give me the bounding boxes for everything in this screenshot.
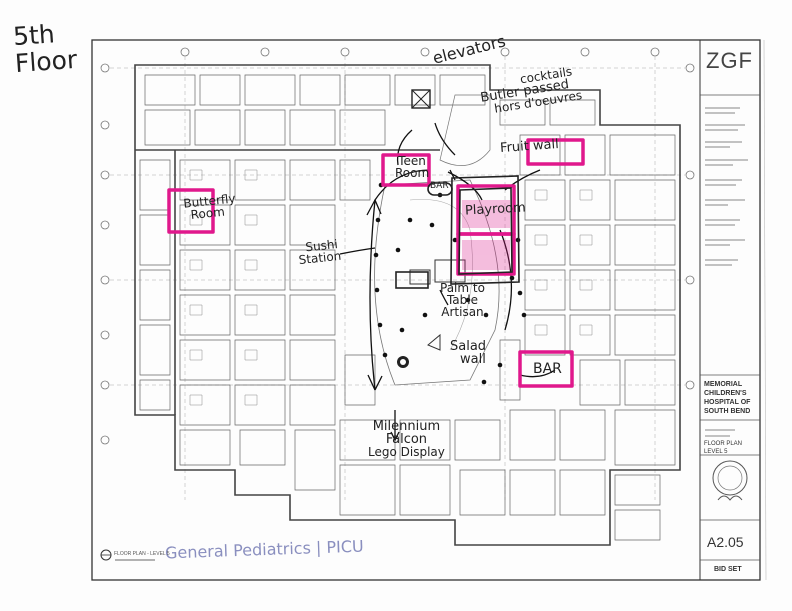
teen-room-line1: Teen — [398, 154, 426, 168]
fruit-wall-highlight — [526, 138, 585, 166]
project-line4: SOUTH BEND — [704, 408, 751, 415]
teen-room-line2: Room — [395, 166, 430, 180]
floor-label-word: Floor — [14, 44, 79, 79]
playroom-lower-highlight — [456, 232, 516, 276]
teen-room-highlight — [381, 153, 431, 187]
butterfly-room-highlight — [167, 188, 215, 234]
drawing-caption: FLOOR PLAN - LEVEL 5 — [114, 551, 170, 557]
wall-label: wall — [460, 352, 486, 367]
fruit-wall-label: Fruit wall — [499, 136, 560, 157]
lego-display-label: Lego Display — [368, 445, 445, 459]
salad-label: Salad — [450, 339, 487, 354]
playroom-label: Playroom — [464, 200, 527, 219]
project-name: MEMORIAL CHILDREN'S HOSPITAL OF SOUTH BE… — [704, 380, 750, 416]
palm-to-table-label: Palm to Table Artisan — [440, 282, 485, 318]
zgf-logo: ZGF — [706, 48, 753, 73]
millennium-label: Milennium — [372, 419, 441, 434]
project-line2: CHILDREN'S — [704, 390, 747, 397]
floor-label: 5th Floor — [12, 19, 79, 79]
sheet-title-line1: FLOOR PLAN — [704, 441, 743, 447]
sheet-number: A2.05 — [707, 534, 744, 550]
bar-bottom-label: BAR — [533, 361, 562, 377]
project-line1: MEMORIAL — [704, 381, 743, 388]
salad-wall-label: Salad wall — [450, 340, 486, 366]
sushi-station-label: Sushi Station — [297, 237, 342, 267]
sheet-title-line2: LEVEL 5 — [704, 449, 728, 455]
millennium-falcon-label: Milennium Falcon Lego Display — [368, 420, 445, 458]
falcon-label: Falcon — [385, 432, 428, 447]
bar-bottom-highlight — [518, 350, 574, 388]
sheet-title: FLOOR PLAN LEVEL 5 — [704, 440, 742, 456]
issue-label: BID SET — [714, 566, 742, 573]
teen-room-label: Teen Room — [395, 155, 429, 179]
bar-top-label: BAR — [430, 181, 449, 191]
palm-to-label: Palm to — [440, 281, 485, 295]
table-label: Table — [446, 293, 478, 307]
project-line3: HOSPITAL OF — [704, 399, 751, 406]
artisan-label: Artisan — [441, 305, 484, 319]
